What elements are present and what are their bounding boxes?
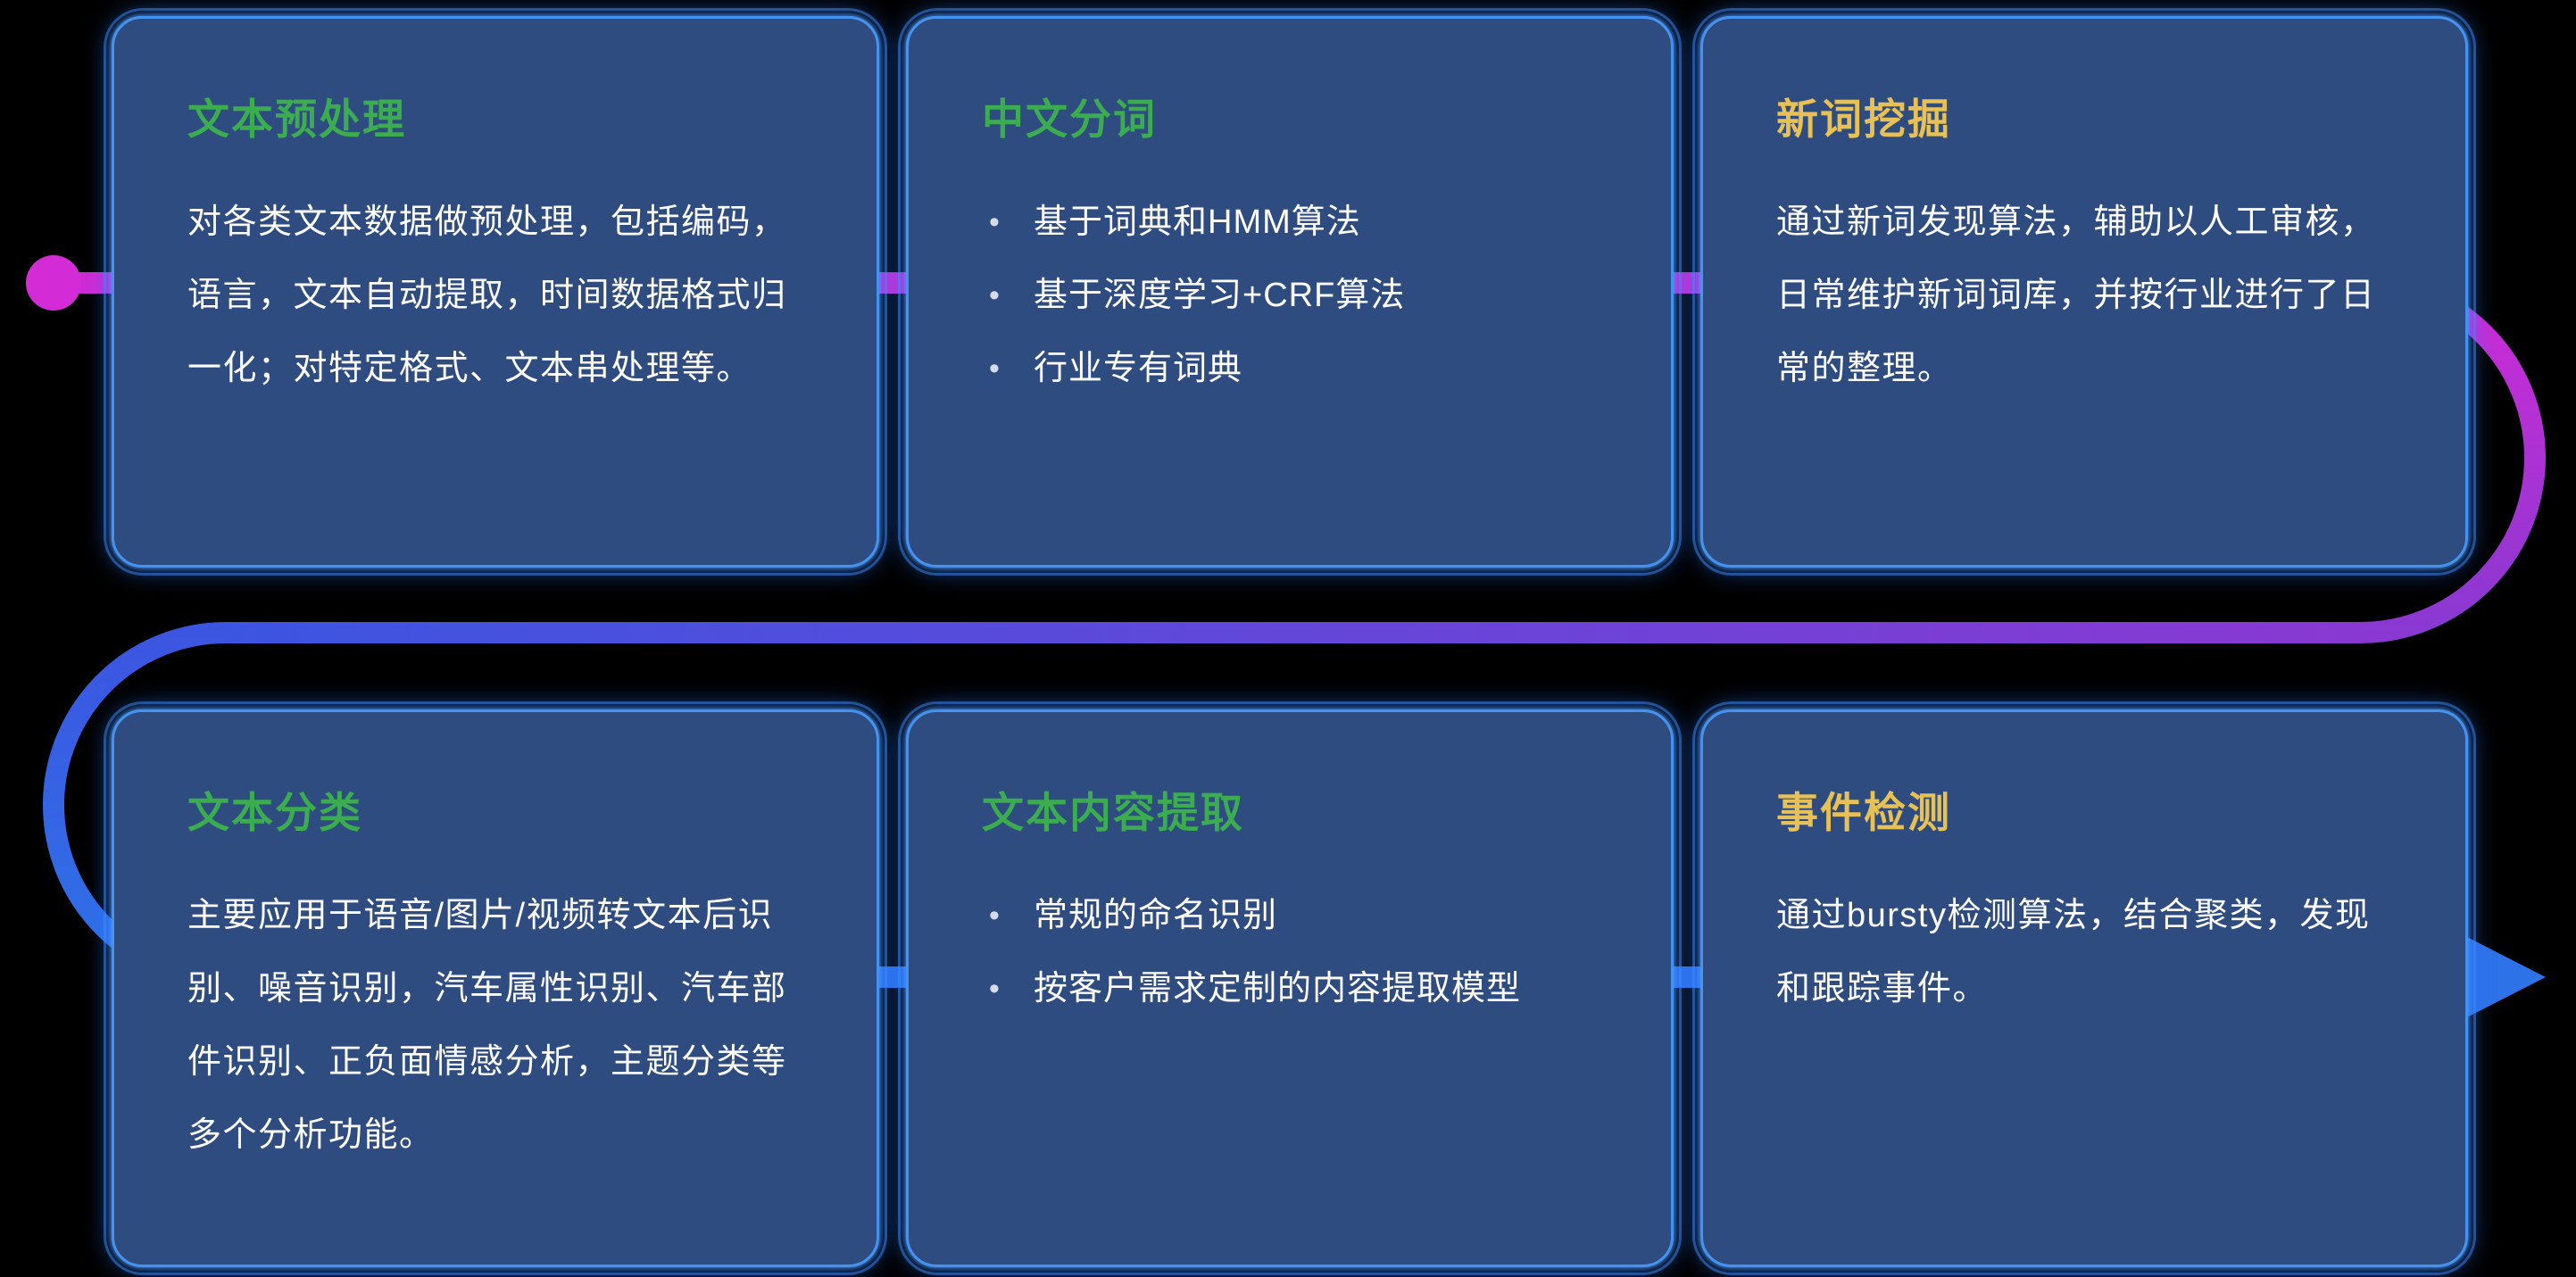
- card-chinese-segmentation: 中文分词 基于词典和HMM算法 基于深度学习+CRF算法 行业专有词典: [898, 8, 1682, 576]
- bullet-item: 基于词典和HMM算法: [982, 186, 1605, 259]
- card-bullet-list: 基于词典和HMM算法 基于深度学习+CRF算法 行业专有词典: [982, 186, 1605, 405]
- card-text-content-extraction: 文本内容提取 常规的命名识别 按客户需求定制的内容提取模型: [898, 701, 1682, 1275]
- card-text-preprocessing: 文本预处理 对各类文本数据做预处理，包括编码，语言，文本自动提取，时间数据格式归…: [104, 8, 887, 576]
- flow-arrow-icon: [2460, 933, 2546, 1021]
- card-text-classification: 文本分类 主要应用于语音/图片/视频转文本后识别、噪音识别，汽车属性识别、汽车部…: [104, 701, 887, 1275]
- bullet-item: 按客户需求定制的内容提取模型: [982, 952, 1605, 1025]
- card-body: 通过新词发现算法，辅助以人工审核，日常维护新词词库，并按行业进行了日常的整理。: [1776, 203, 2376, 387]
- card-bullet-list: 常规的命名识别 按客户需求定制的内容提取模型: [982, 879, 1605, 1025]
- bullet-item: 基于深度学习+CRF算法: [982, 259, 1605, 332]
- card-body: 通过bursty检测算法，结合聚类，发现和跟踪事件。: [1776, 897, 2371, 1008]
- flow-start-dot: [26, 255, 81, 311]
- card-title: 文本分类: [187, 789, 362, 836]
- card-title: 文本预处理: [187, 95, 406, 143]
- card-new-word-mining: 新词挖掘 通过新词发现算法，辅助以人工审核，日常维护新词词库，并按行业进行了日常…: [1692, 8, 2476, 576]
- card-event-detection: 事件检测 通过bursty检测算法，结合聚类，发现和跟踪事件。: [1692, 701, 2476, 1275]
- bullet-item: 行业专有词典: [982, 332, 1605, 405]
- card-title: 文本内容提取: [982, 789, 1244, 836]
- bullet-item: 常规的命名识别: [982, 879, 1605, 952]
- card-title: 事件检测: [1776, 789, 1951, 836]
- card-body: 主要应用于语音/图片/视频转文本后识别、噪音识别，汽车属性识别、汽车部件识别、正…: [187, 897, 787, 1154]
- card-title: 中文分词: [982, 95, 1157, 143]
- card-title: 新词挖掘: [1776, 95, 1951, 143]
- card-body: 对各类文本数据做预处理，包括编码，语言，文本自动提取，时间数据格式归一化；对特定…: [187, 203, 787, 387]
